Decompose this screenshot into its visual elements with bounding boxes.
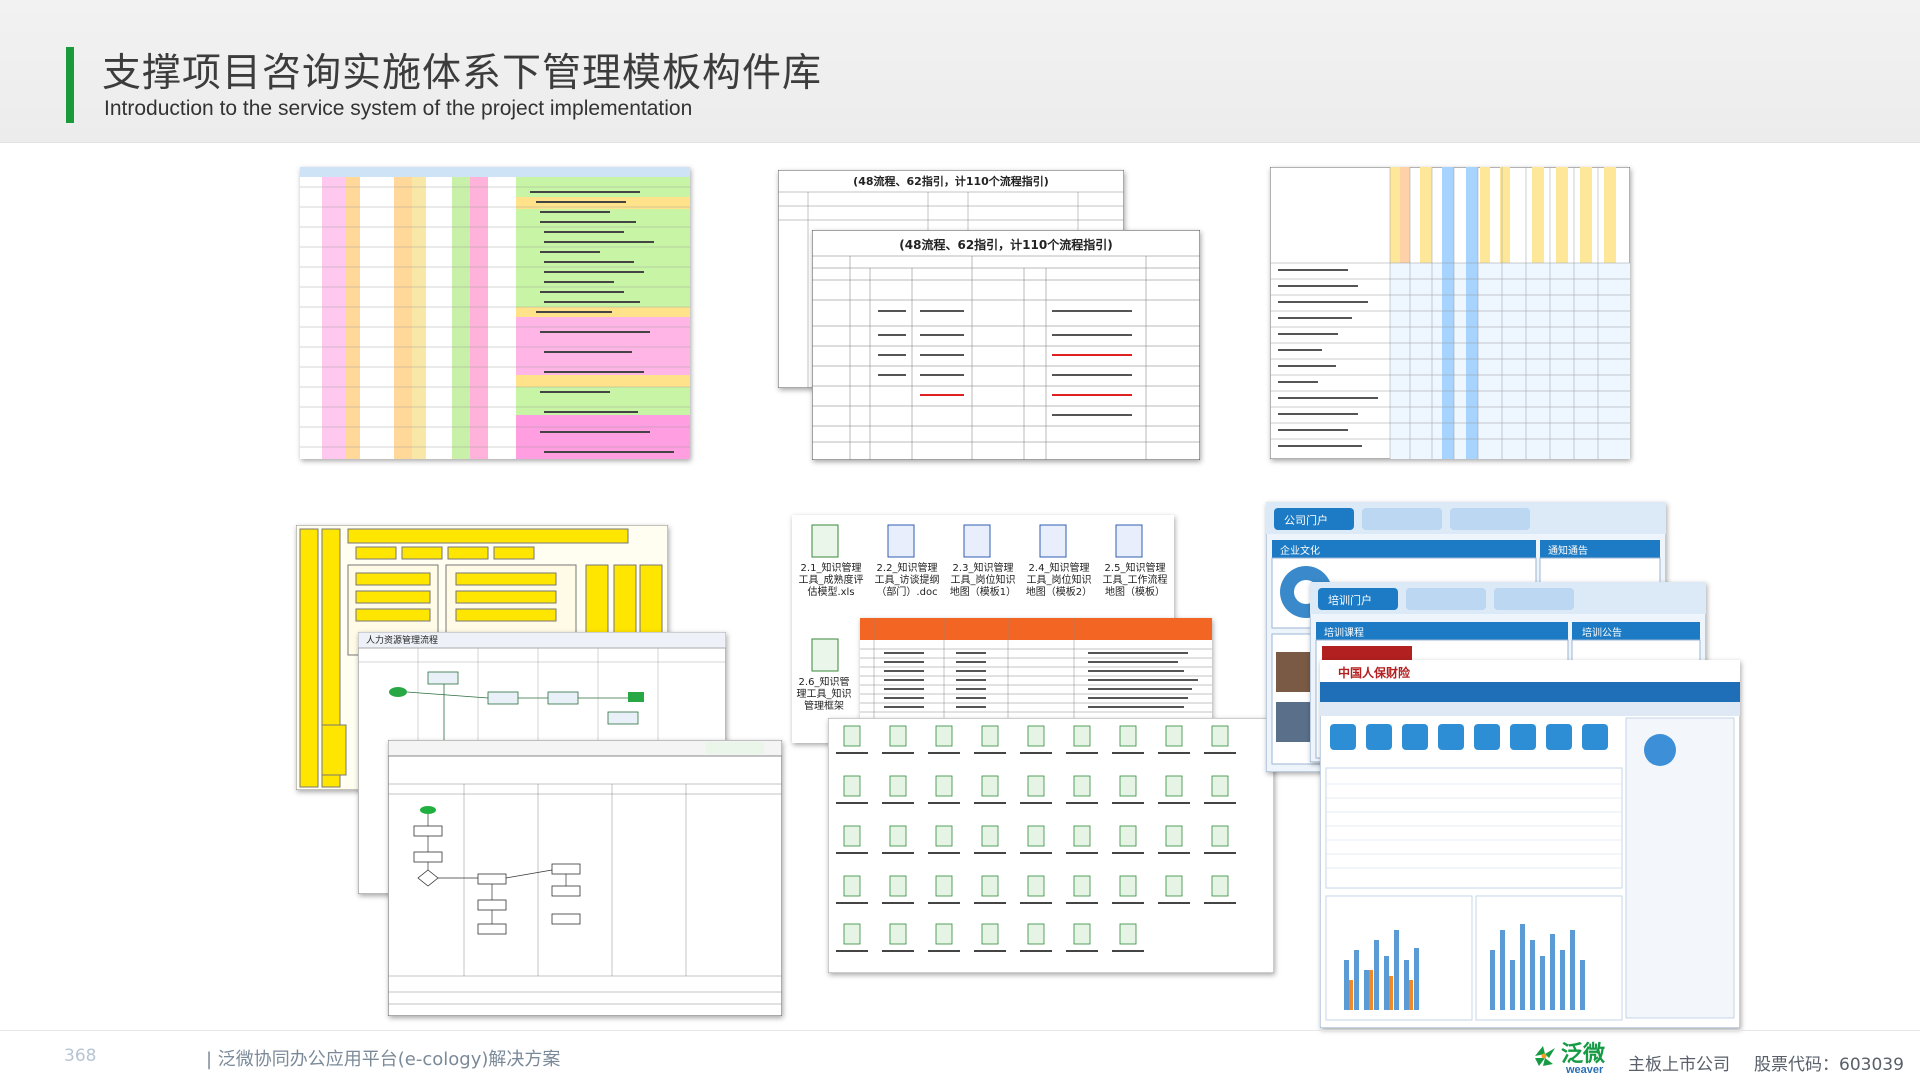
doc-label-3: 2.3_知识管理工具_岗位知识地图（模板1） [949, 563, 1017, 598]
process-list-graphic [860, 618, 1212, 722]
logo-text-en: weaver [1566, 1064, 1604, 1076]
spreadsheet-thumbnail-colored [300, 167, 690, 459]
process-swimlane-graphic [388, 740, 782, 1016]
spreadsheet-colored-graphic [300, 167, 690, 459]
training-portal-tab: 培训门户 [1328, 594, 1372, 607]
matrix-graphic [1270, 167, 1630, 459]
portal-section-announcements: 培训公告 [1582, 628, 1622, 639]
portal-section-culture: 企业文化 [1280, 546, 1320, 557]
insurance-brand-label: 中国人保财险 [1338, 666, 1411, 680]
weaver-logo-icon [1535, 1046, 1555, 1066]
flow-guide-title-front: (48流程、62指引，计110个流程指引) [899, 238, 1113, 252]
doc-label-4: 2.4_知识管理工具_岗位知识地图（模板2） [1025, 563, 1093, 598]
insurance-portal-graphic [1320, 660, 1740, 1028]
process-list-table [860, 618, 1212, 722]
listed-company-label: 主板上市公司 [1628, 1055, 1730, 1075]
stock-code-label: 股票代码：603039 [1754, 1055, 1904, 1075]
flow-guide-front-graphic [812, 230, 1200, 460]
footer-divider [0, 1030, 1920, 1031]
page-subtitle: Introduction to the service system of th… [104, 97, 693, 120]
page-number: 368 [64, 1046, 97, 1066]
portal-section-courses: 培训课程 [1324, 628, 1364, 639]
doc-label-2: 2.2_知识管理工具_访谈提纲（部门）.doc [874, 563, 940, 598]
hr-flow-title: 人力资源管理流程 [366, 636, 439, 646]
header: 支撑项目咨询实施体系下管理模板构件库 Introduction to the s… [0, 0, 1920, 143]
logo-text-cn: 泛微 [1561, 1042, 1606, 1067]
flow-guide-title-back: (48流程、62指引，计110个流程指引) [853, 175, 1049, 188]
responsibility-matrix-thumbnail [1270, 167, 1630, 459]
excel-file-grid [828, 718, 1274, 973]
footer-solution-text: | 泛微协同办公应用平台(e-cology)解决方案 [206, 1049, 561, 1070]
portal-section-notice: 通知通告 [1548, 546, 1588, 557]
flow-guide-table-front: (48流程、62指引，计110个流程指引) [812, 230, 1200, 460]
page-title: 支撑项目咨询实施体系下管理模板构件库 [102, 51, 823, 96]
doc-label-6: 2.6_知识管理工具_知识管理框架 [796, 677, 852, 712]
insurance-portal-screenshot: 中国人保财险 [1320, 660, 1740, 1028]
doc-label-1: 2.1_知识管理工具_成熟度评估模型.xls [798, 563, 864, 598]
process-swimlane-diagram [388, 740, 782, 1016]
doc-label-5: 2.5_知识管理工具_工作流程地图（模板） [1102, 563, 1168, 598]
company-portal-tab: 公司门户 [1284, 514, 1328, 527]
title-accent-bar [66, 47, 74, 123]
excel-grid-graphic [828, 718, 1274, 973]
